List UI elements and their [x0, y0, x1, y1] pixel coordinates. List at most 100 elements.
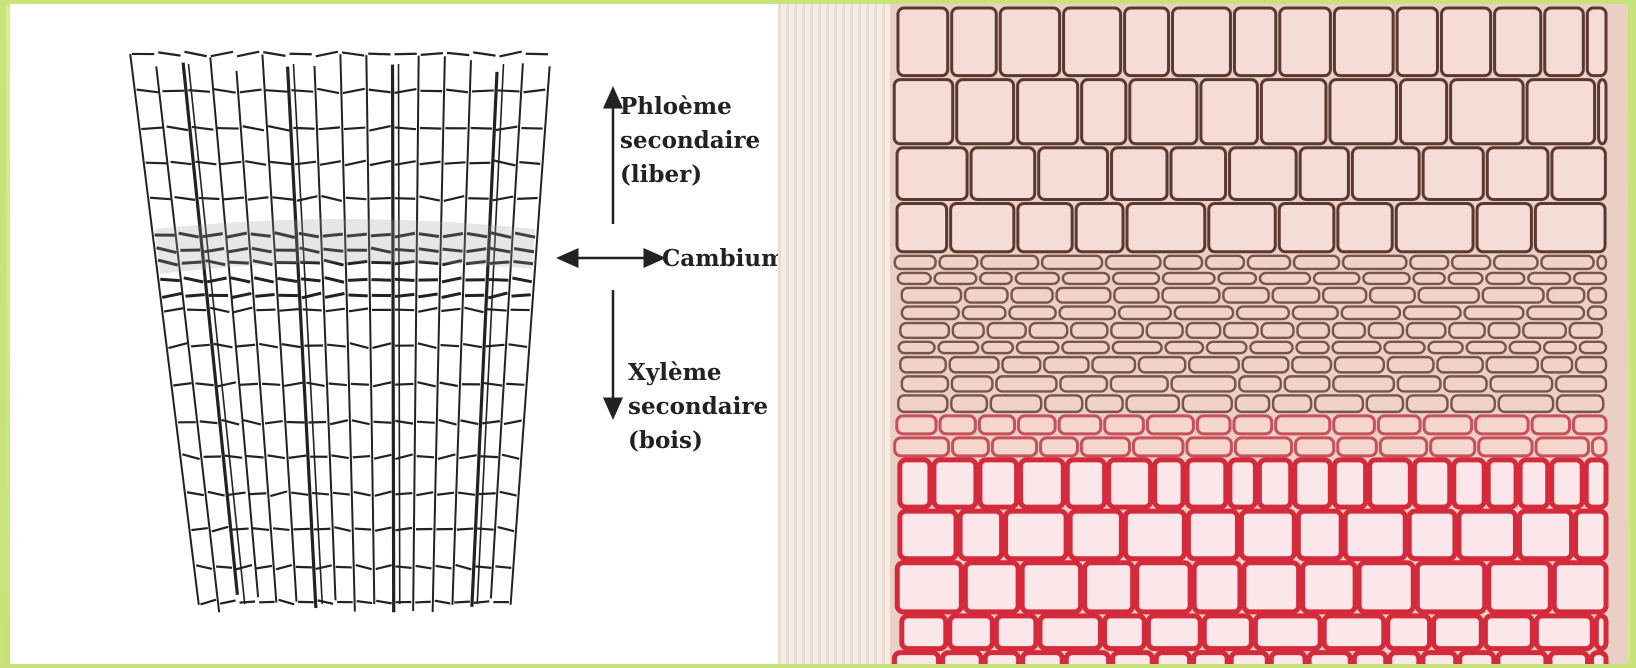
- cell: [1532, 416, 1569, 434]
- cell: [1163, 288, 1220, 303]
- cell-wall: [395, 198, 415, 199]
- cell: [1187, 323, 1221, 338]
- cell: [960, 511, 1002, 559]
- cell-wall: [349, 308, 368, 311]
- cell-wall: [417, 382, 435, 386]
- cell: [1550, 653, 1588, 664]
- cell-wall: [498, 90, 520, 91]
- cell: [939, 342, 979, 353]
- cell-wall: [368, 54, 390, 55]
- cell: [1451, 80, 1523, 144]
- strip-streak: [778, 4, 781, 664]
- cell: [951, 395, 987, 411]
- cell-wall: [171, 162, 192, 164]
- cell: [1424, 416, 1472, 434]
- strip-streak: [826, 4, 829, 664]
- cell: [1388, 616, 1430, 649]
- cell-wall: [477, 529, 493, 530]
- cell-wall: [484, 383, 502, 385]
- cell-wall: [262, 384, 280, 385]
- cell-wall: [164, 308, 183, 311]
- cell-wall: [210, 308, 229, 312]
- cell: [1330, 80, 1396, 144]
- cell: [1259, 460, 1290, 507]
- cell: [1244, 563, 1299, 612]
- cell: [1086, 395, 1122, 411]
- cell: [1041, 438, 1078, 456]
- cell-wall: [212, 527, 228, 532]
- cell-wall: [162, 293, 181, 297]
- cell-wall: [491, 63, 523, 598]
- cell: [1592, 438, 1606, 456]
- cell: [1018, 203, 1072, 251]
- cell-wall: [141, 128, 162, 130]
- cell-wall: [345, 161, 366, 166]
- cell-wall: [353, 456, 370, 457]
- cell: [1175, 307, 1233, 320]
- cell: [1187, 460, 1226, 507]
- cell: [895, 256, 936, 269]
- cell: [1018, 80, 1078, 144]
- cell-wall: [452, 60, 471, 605]
- cell: [900, 460, 930, 507]
- cell-wall: [173, 383, 191, 385]
- cell-wall: [248, 197, 268, 199]
- cell-wall: [326, 309, 345, 312]
- cell-wall: [195, 383, 213, 385]
- cell-wall: [504, 420, 522, 424]
- cell-wall: [417, 422, 435, 423]
- cell: [1296, 438, 1334, 456]
- cell: [1527, 307, 1584, 320]
- cell: [982, 342, 1013, 353]
- cell-wall: [396, 566, 412, 568]
- cell: [1423, 148, 1483, 200]
- cell-wall: [146, 163, 167, 164]
- stained-micrograph: [778, 4, 1628, 664]
- cell: [1400, 80, 1446, 144]
- cell-wall: [421, 53, 443, 55]
- cell-wall: [395, 54, 417, 55]
- cell: [1243, 357, 1289, 372]
- cell: [1510, 342, 1540, 353]
- cell: [1576, 357, 1606, 372]
- cell: [1345, 511, 1405, 559]
- ray-line: [183, 63, 237, 595]
- cell: [953, 323, 984, 338]
- cell: [1449, 323, 1484, 338]
- cell: [1279, 203, 1334, 251]
- cell-wall: [486, 345, 505, 347]
- cell-wall: [440, 383, 458, 386]
- cell-wall: [314, 529, 330, 530]
- ray-line: [477, 64, 503, 604]
- cell: [1105, 616, 1145, 649]
- cell: [1125, 8, 1169, 76]
- cell: [979, 416, 1014, 434]
- cell: [1292, 357, 1331, 372]
- cell: [1201, 80, 1257, 144]
- cell: [1429, 342, 1463, 353]
- cell-wall: [350, 343, 369, 348]
- cell: [1111, 323, 1143, 338]
- cell: [1536, 438, 1588, 456]
- cell: [1057, 288, 1111, 303]
- cell: [1062, 342, 1108, 353]
- cell: [1576, 511, 1606, 559]
- cell: [1147, 416, 1193, 434]
- cell: [1592, 653, 1606, 664]
- cell-wall: [327, 345, 346, 347]
- cell-wall: [352, 420, 370, 424]
- cell-wall: [233, 308, 252, 313]
- cell: [1333, 376, 1393, 391]
- cell: [1223, 288, 1268, 303]
- cell-wall: [413, 56, 419, 611]
- cell: [1285, 376, 1330, 391]
- cell-wall: [420, 128, 441, 129]
- cell-wall: [185, 295, 204, 297]
- cell: [897, 203, 947, 251]
- cell-wall: [479, 493, 496, 494]
- cell: [1444, 376, 1486, 391]
- cell: [1113, 342, 1162, 353]
- cell: [943, 653, 982, 664]
- cell-wall: [446, 90, 468, 93]
- cell: [1009, 307, 1055, 320]
